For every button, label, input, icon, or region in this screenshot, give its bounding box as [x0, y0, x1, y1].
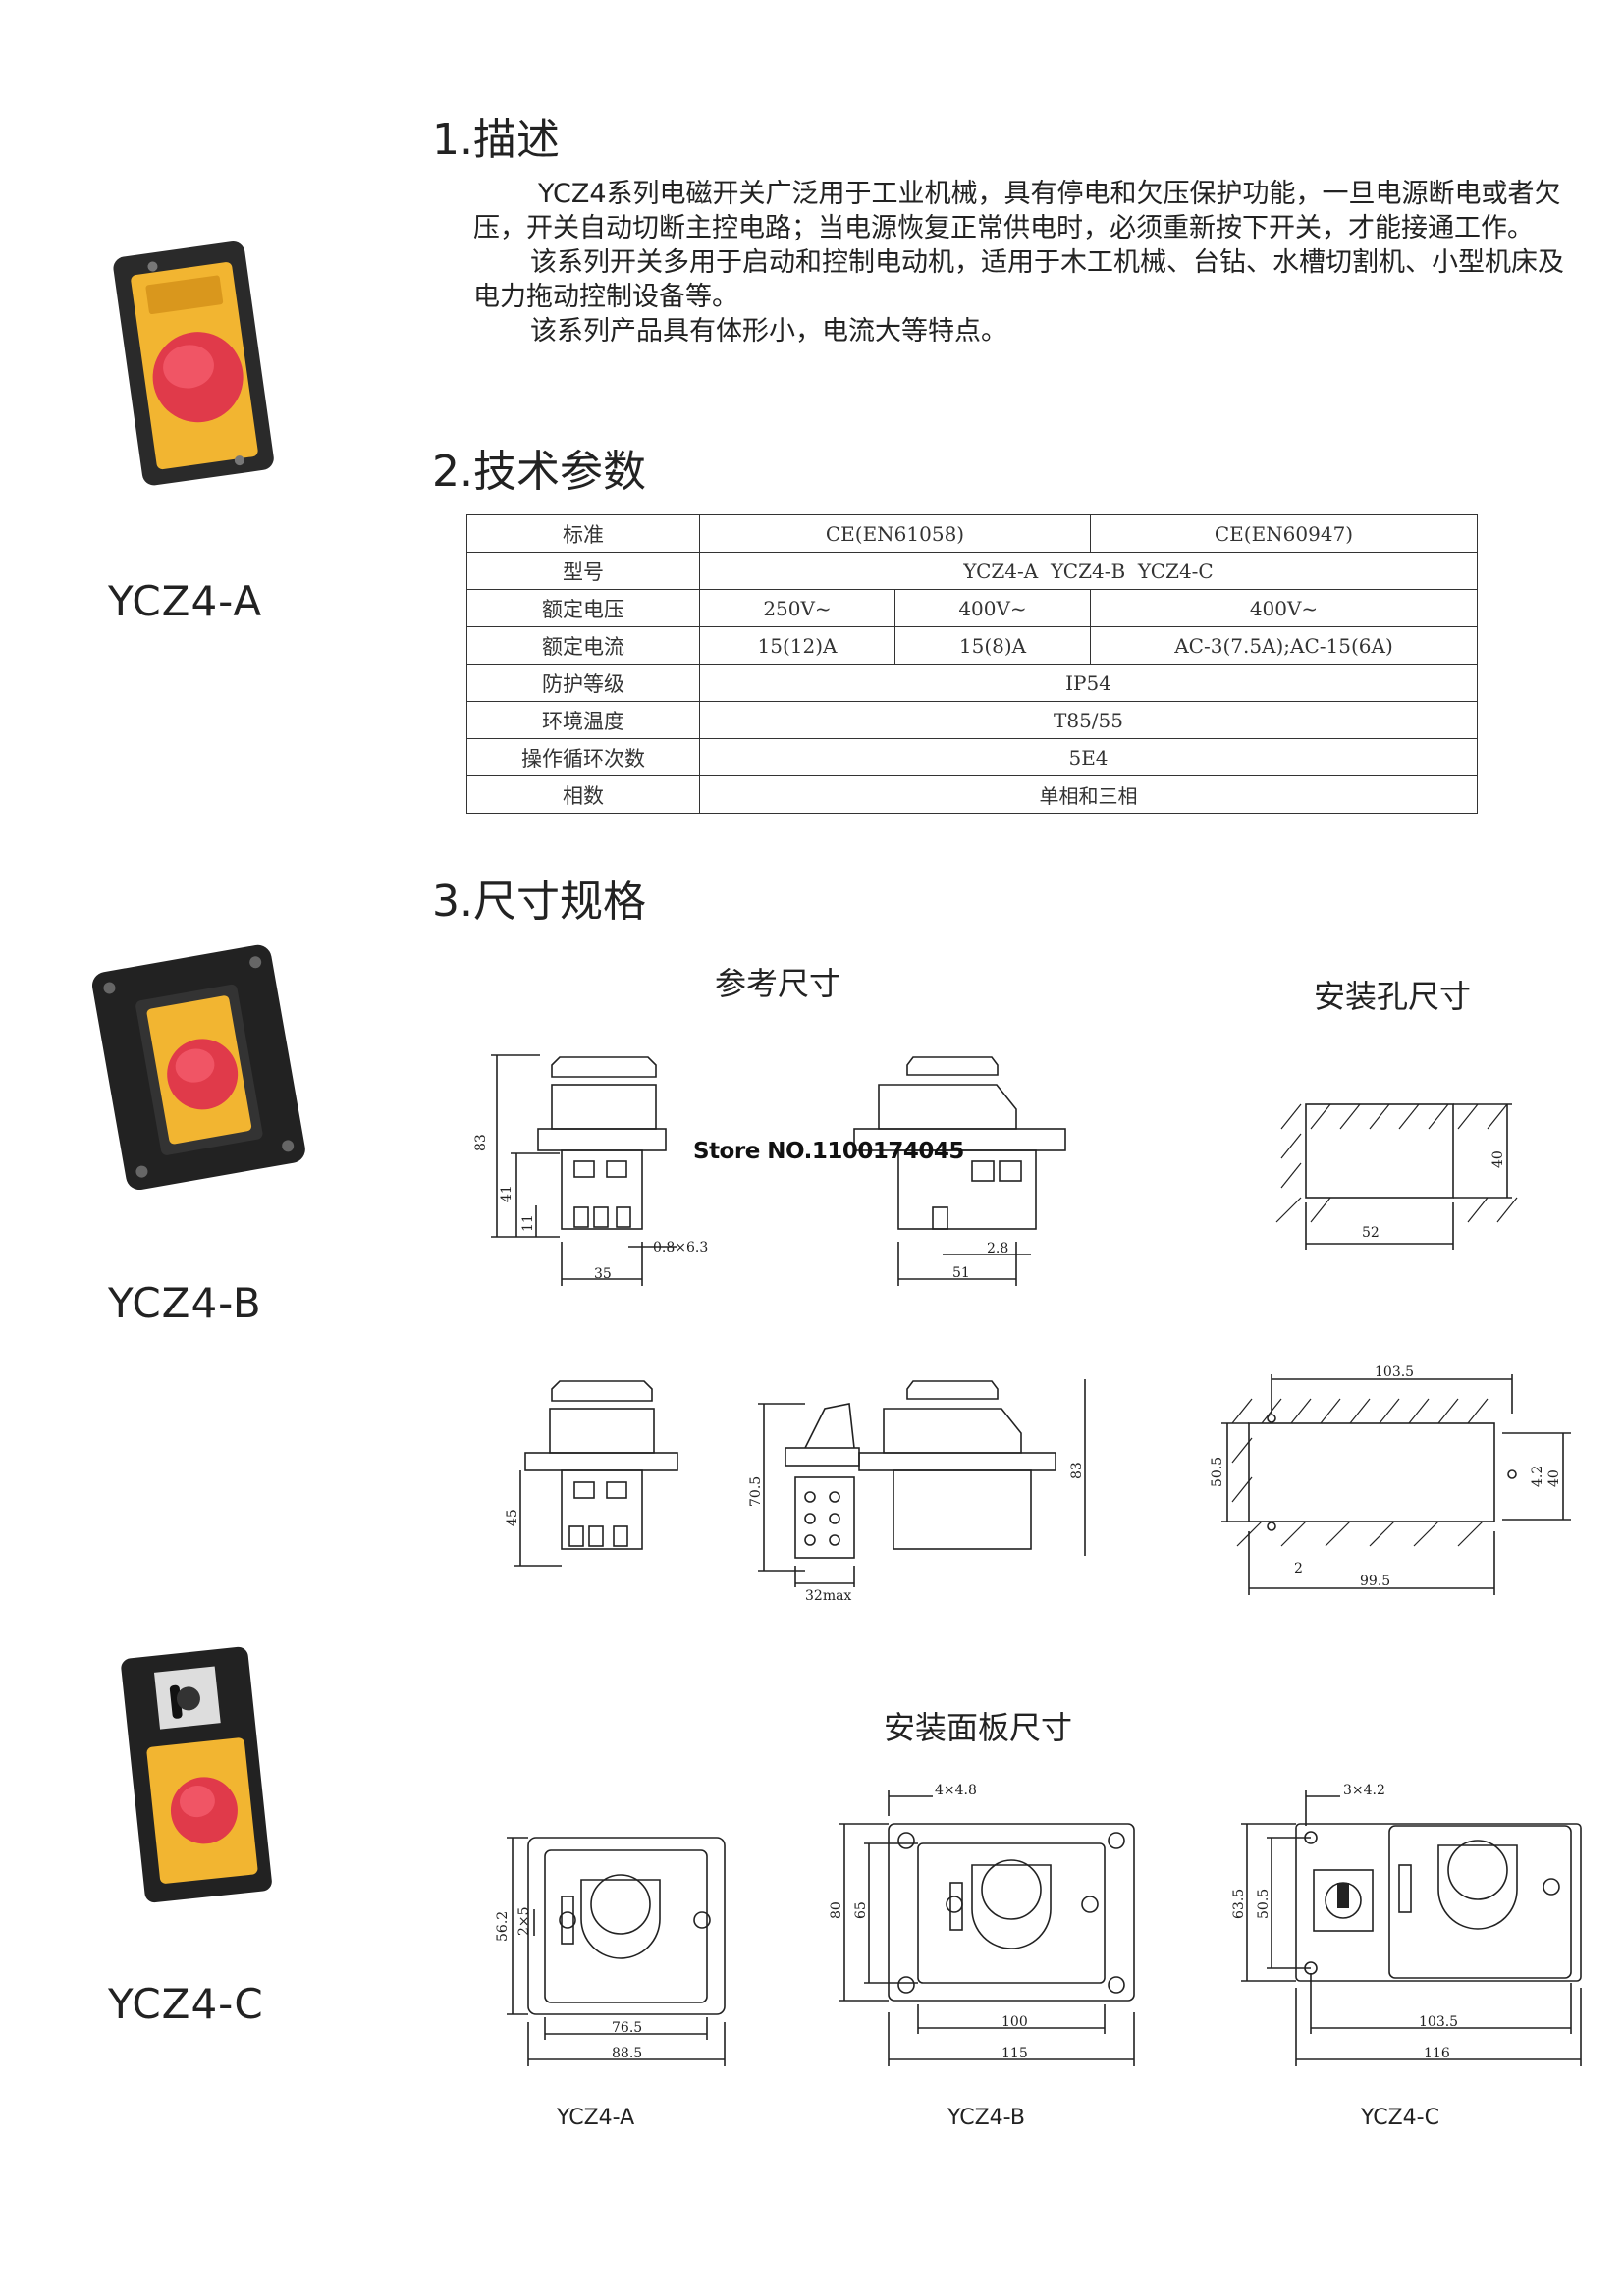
panel-drawing-b: 4×4.8 80 65 100 115: [829, 1783, 1135, 2066]
section-title-dimensions: 3.尺寸规格: [432, 877, 646, 927]
product-label-a: YCZ4-A: [108, 577, 263, 625]
dim-label: 35: [594, 1266, 612, 1282]
dim-label: 100: [1001, 2014, 1028, 2030]
dim-label: 41: [499, 1185, 514, 1202]
dim-label: 70.5: [748, 1476, 764, 1507]
spec-table: 标准 CE(EN61058) CE(EN60947) 型号 YCZ4-A YCZ…: [466, 514, 1478, 814]
table-row: 相数 单相和三相: [466, 775, 1478, 814]
dim-label: 88.5: [612, 2046, 642, 2061]
dim-label: 4.2: [1530, 1466, 1545, 1487]
dim-label: 4×4.8: [935, 1783, 977, 1798]
dim-label: 83: [1069, 1462, 1085, 1479]
dim-label: 40: [1490, 1150, 1506, 1168]
panel-caption-c: YCZ4-C: [1361, 2106, 1439, 2130]
switch-b-icon: [91, 944, 305, 1191]
section-title-description: 1.描述: [432, 115, 560, 165]
dim-label: 52: [1362, 1225, 1380, 1241]
panel-caption-b: YCZ4-B: [947, 2106, 1025, 2130]
mounting-hole-drawing-1: 40 52: [1275, 1103, 1518, 1250]
panel-dimensions-title: 安装面板尺寸: [884, 1709, 1073, 1746]
table-row: 环境温度 T85/55: [466, 701, 1478, 739]
table-row: 额定电压 250V~ 400V~ 400V~: [466, 589, 1478, 627]
description-text: YCZ4系列电磁开关广泛用于工业机械，具有停电和欠压保护功能，一旦电源断电或者欠…: [473, 177, 1568, 348]
product-label-b: YCZ4-B: [108, 1279, 262, 1327]
dim-label: 0.8×6.3: [653, 1240, 708, 1255]
description-paragraph-2: 该系列开关多用于启动和控制电动机，适用于木工机械、台钻、水槽切割机、小型机床及电…: [473, 247, 1564, 312]
dim-label: 115: [1001, 2046, 1028, 2061]
front-view-drawing-2: 45: [505, 1380, 678, 1567]
dim-label: 103.5: [1375, 1364, 1414, 1380]
dim-label: 2.8: [987, 1241, 1008, 1256]
dim-label: 50.5: [1210, 1457, 1225, 1487]
dim-label: 45: [505, 1509, 520, 1526]
store-watermark: Store NO.1100174045: [693, 1139, 964, 1164]
panel-drawing-c: 3×4.2 63.5 50.5 103.5 116: [1231, 1783, 1582, 2066]
dim-label: 83: [473, 1134, 489, 1151]
description-paragraph-1: YCZ4系列电磁开关广泛用于工业机械，具有停电和欠压保护功能，一旦电源断电或者欠…: [473, 179, 1561, 243]
section-title-specs: 2.技术参数: [432, 447, 646, 497]
dim-label: 50.5: [1256, 1889, 1272, 1919]
switch-c-icon: [121, 1646, 272, 1903]
dim-label: 51: [952, 1265, 970, 1281]
dim-label: 3×4.2: [1343, 1783, 1385, 1798]
side-view-drawing: 2.8 51: [853, 1056, 1066, 1286]
dim-label: 11: [520, 1214, 536, 1232]
table-row: 额定电流 15(12)A 15(8)A AC-3(7.5A);AC-15(6A): [466, 626, 1478, 665]
table-row: 标准 CE(EN61058) CE(EN60947): [466, 514, 1478, 553]
dim-label: 103.5: [1419, 2014, 1458, 2030]
panel-caption-a: YCZ4-A: [557, 2106, 635, 2130]
dim-label: 63.5: [1231, 1889, 1247, 1919]
dim-label: 2×5: [516, 1906, 532, 1936]
dim-label: 40: [1546, 1469, 1562, 1487]
dim-label: 56.2: [495, 1911, 511, 1942]
description-paragraph-3: 该系列产品具有体形小，电流大等特点。: [530, 316, 1007, 347]
dim-label: 80: [829, 1901, 844, 1919]
dim-label: 116: [1424, 2046, 1450, 2061]
dim-label: 32max: [805, 1588, 851, 1604]
mounting-hole-title: 安装孔尺寸: [1314, 978, 1472, 1015]
reference-dimensions-title: 参考尺寸: [715, 965, 841, 1002]
product-label-c: YCZ4-C: [108, 1980, 264, 2028]
table-row: 防护等级 IP54: [466, 664, 1478, 702]
switch-a-icon: [113, 240, 274, 486]
dim-label: 76.5: [612, 2020, 642, 2036]
panel-drawing-a: 56.2 2×5 76.5 88.5: [495, 1837, 726, 2066]
front-view-drawing: 83 41 11 0.8×6.3 35: [473, 1054, 708, 1286]
side-view-drawing-2: 70.5 83 32max: [748, 1379, 1086, 1604]
dim-label: 99.5: [1360, 1574, 1390, 1589]
mounting-hole-drawing-2: 103.5 50.5 4.2 40 2 99.5: [1210, 1364, 1571, 1595]
dim-label: 2: [1294, 1561, 1303, 1576]
table-row: 型号 YCZ4-A YCZ4-B YCZ4-C: [466, 552, 1478, 590]
dim-label: 65: [853, 1901, 869, 1919]
table-row: 操作循环次数 5E4: [466, 738, 1478, 776]
